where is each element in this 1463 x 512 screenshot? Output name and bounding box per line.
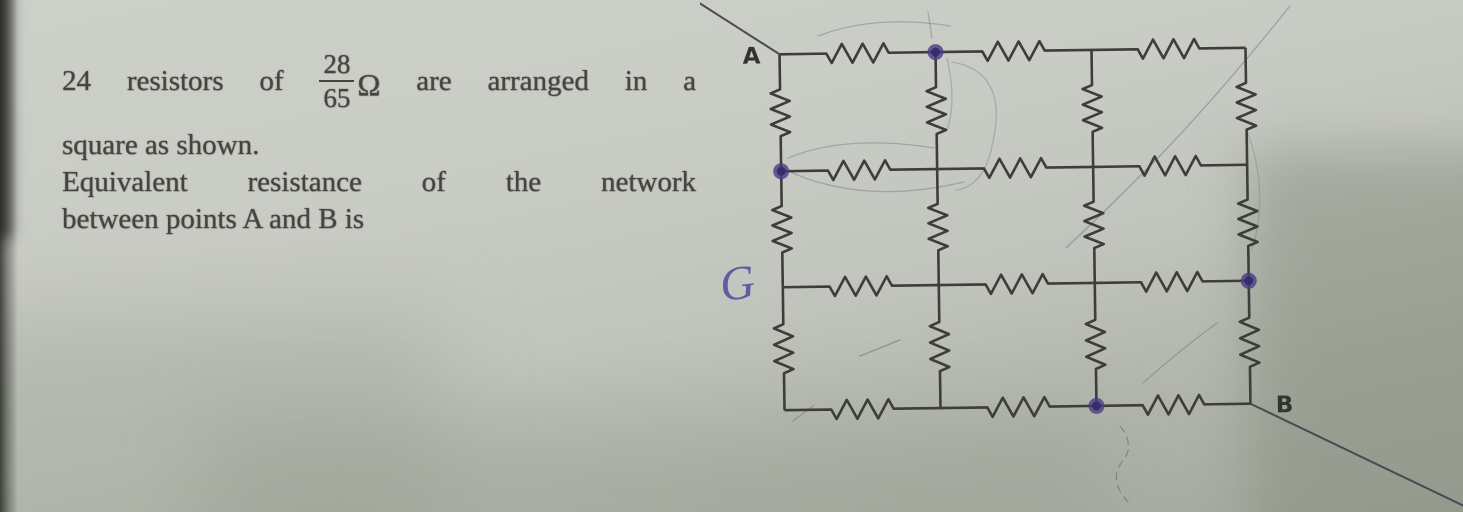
resistor (1081, 49, 1104, 167)
word: the (505, 166, 542, 198)
word: Equivalent (62, 166, 188, 198)
resistor (928, 285, 951, 409)
word: in (624, 64, 648, 97)
node-ink-dot (773, 163, 790, 180)
pen-scribble (1115, 425, 1130, 503)
problem-line-2: square as shown. (62, 129, 260, 161)
problem-line-1: 24 resistors of 28 65 Ω are arranged in a (62, 40, 696, 122)
pen-scribble (946, 57, 953, 131)
resistor (925, 52, 948, 170)
resistor (1082, 166, 1106, 283)
photo-shadow-bottom-left (0, 310, 440, 512)
terminal-a-label: A (742, 44, 760, 70)
pen-scribble (792, 405, 814, 422)
node-ink-dot (1240, 272, 1257, 289)
fraction: 28 65 (319, 49, 355, 113)
resistor (1084, 282, 1107, 406)
resistor (769, 54, 792, 172)
resistor (937, 156, 1094, 180)
resistor (784, 397, 941, 421)
photo-shadow-bottom (200, 412, 1100, 512)
circuit-diagram: AB (700, 0, 1463, 512)
terminal-lead (1250, 402, 1463, 512)
pen-scribble (859, 339, 901, 357)
resistor (1096, 393, 1251, 416)
handwritten-g-mark: G (716, 255, 758, 312)
resistor (781, 159, 938, 182)
resistor (1093, 154, 1248, 177)
resistor (782, 274, 939, 298)
word: are (416, 64, 452, 97)
resistor (1235, 47, 1258, 165)
word: of (259, 64, 284, 97)
resistor (779, 42, 936, 65)
resistor (1094, 270, 1249, 293)
word: resistance (247, 166, 362, 198)
photo-shadow-right (1248, 150, 1463, 512)
resistor (772, 287, 795, 411)
pen-scribble (785, 169, 965, 193)
pen-scribble (817, 21, 951, 37)
word: 24 (62, 64, 91, 97)
resistor (935, 39, 1092, 63)
resistor (938, 272, 1095, 296)
terminal-b-label: B (1276, 392, 1294, 418)
word: of (421, 166, 446, 198)
pen-scribble (787, 142, 935, 159)
fraction-group: 28 65 Ω (319, 49, 380, 113)
page-edge-shadow-top (0, 0, 11, 238)
node-ink-dot (1088, 397, 1105, 414)
pen-scribble (927, 11, 933, 39)
resistor (926, 169, 950, 286)
resistor (1091, 37, 1246, 60)
word: a (683, 64, 696, 97)
problem-statement: 24 resistors of 28 65 Ω are arranged in a squ… (62, 40, 696, 238)
resistor (1238, 280, 1261, 404)
word: arranged (487, 64, 589, 97)
resistor (940, 395, 1097, 419)
fraction-denominator: 65 (323, 83, 351, 113)
pen-scribble (1142, 322, 1218, 384)
pen-scribble (951, 61, 997, 191)
problem-line-3: Equivalent resistance of the network (62, 164, 696, 201)
terminal-lead (700, 0, 781, 56)
ohm-symbol: Ω (357, 66, 381, 102)
word: resistors (126, 64, 224, 97)
pen-scribbles (785, 5, 1291, 503)
resistor (770, 171, 794, 288)
fraction-numerator: 28 (319, 49, 355, 82)
pen-scribble (1065, 5, 1291, 249)
problem-line-4: between points A and B is (62, 203, 365, 235)
pen-scribble (1245, 127, 1261, 251)
word: network (600, 166, 696, 198)
resistor (1236, 164, 1260, 281)
node-ink-dot (927, 44, 944, 61)
